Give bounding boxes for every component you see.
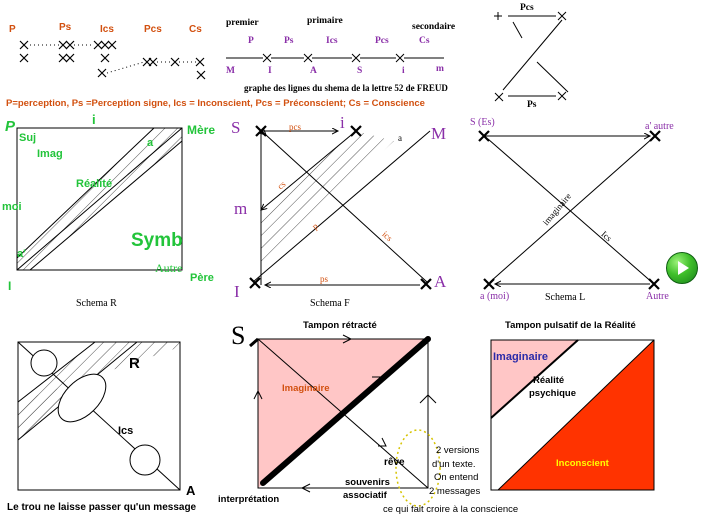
label-secondaire: secondaire (412, 22, 456, 32)
bottom-left-a: A (186, 483, 196, 498)
note-line-2: d'un texte. (432, 459, 476, 470)
schema-f-m: m (234, 199, 248, 218)
header-pcs: Pcs (144, 24, 162, 35)
play-button-icon[interactable] (666, 252, 698, 284)
note-line-1: 2 versions (436, 445, 480, 456)
graph-letter-ps: Ps (284, 36, 294, 46)
top-right-figure (494, 11, 569, 102)
tampon-retracte-imaginaire: Imaginaire (282, 383, 330, 394)
tampon-pulsatif-imaginaire: Imaginaire (493, 351, 549, 363)
schema-l-title: Schema L (545, 292, 586, 303)
schema-r-a-prime: a' (17, 248, 26, 260)
label-primaire: primaire (307, 16, 343, 26)
schema-f-i: i (340, 113, 345, 132)
label-ps: Ps (527, 100, 537, 110)
schema-r-suj: Suj (19, 132, 37, 144)
top-left-crosses (19, 40, 206, 80)
bottom-left-r: R (129, 355, 140, 372)
label-reve: rêve (384, 457, 405, 468)
freud-lines-graph (226, 53, 444, 63)
schema-r-p: P (5, 118, 16, 135)
barred-s: S (231, 321, 246, 350)
graph-letter-i-big: I (268, 66, 272, 76)
abbreviation-legend: P=perception, Ps =Perception signe, Ics … (6, 98, 425, 109)
schema-r-autre: Autre (155, 261, 183, 275)
schema-r-imag: Imag (37, 148, 63, 160)
label-interpretation: interprétation (218, 494, 280, 505)
schema-r-moi: moi (2, 201, 22, 213)
schema-r-a: a (147, 137, 154, 149)
schema-l-s-es: S (Es) (470, 117, 495, 128)
schema-r-mere: Mère (187, 123, 216, 137)
schema-r-i: i (92, 112, 96, 127)
schema-l-a-moi: a (moi) (480, 291, 510, 302)
schema-r-title: Schema R (76, 298, 117, 309)
graph-letter-ics: Ics (326, 36, 338, 46)
bottom-left-ics: Ics (118, 425, 134, 437)
label-premier: premier (226, 18, 259, 28)
label-pcs: Pcs (520, 3, 534, 13)
graph-letter-pcs: Pcs (375, 36, 389, 46)
tampon-pulsatif-figure (490, 339, 655, 491)
header-ics: Ics (100, 24, 114, 35)
tampon-retracte-title: Tampon rétracté (303, 320, 377, 331)
graph-letter-p: P (248, 36, 254, 46)
header-cs: Cs (189, 24, 202, 35)
schema-f-a-big: A (434, 272, 447, 291)
realite-psychique-line-1: Réalité (533, 375, 565, 386)
freud-graph-caption: graphe des lignes du shema de la lettre … (244, 83, 448, 93)
schema-l-autre: Autre (646, 291, 669, 302)
header-ps: Ps (59, 22, 72, 33)
schema-f-s: S (231, 118, 241, 137)
schema-f-ps: ps (320, 274, 329, 284)
schema-r-bottom-i: I (8, 279, 12, 293)
realite-psychique-line-2: psychique (529, 388, 576, 399)
schema-r-figure (16, 127, 183, 271)
graph-letter-cs: Cs (419, 36, 430, 46)
schema-f-i-big: I (234, 282, 240, 301)
graph-letter-m-small: m (436, 64, 444, 74)
schema-f-m-big: M (431, 124, 447, 143)
graph-letter-i-small: i (402, 66, 405, 76)
schema-r-realite: Réalité (76, 178, 113, 190)
graph-letter-s-big: S (357, 66, 363, 76)
tampon-retracte-figure (249, 334, 441, 507)
note-bottom: ce qui fait croire à la conscience (383, 504, 519, 515)
note-line-4: 2 messages (429, 486, 481, 497)
schema-l-a-autre: a' autre (645, 121, 674, 132)
graph-letter-a-big: A (310, 66, 317, 76)
bottom-left-figure (17, 341, 181, 491)
schema-r-pere: Père (190, 272, 214, 284)
tampon-pulsatif-inconscient: Inconscient (556, 458, 609, 469)
tampon-pulsatif-title: Tampon pulsatif de la Réalité (505, 320, 636, 331)
schema-f-figure (249, 125, 432, 290)
schema-f-title: Schema F (310, 298, 350, 309)
schema-f-pcs: pcs (289, 122, 301, 132)
schema-f-a-small: a (398, 133, 402, 143)
bottom-left-caption: Le trou ne laisse passer qu'un message (7, 502, 197, 513)
schema-l-figure (478, 130, 661, 290)
label-souvenirs: souvenirs (345, 477, 390, 488)
note-line-3: On entend (434, 472, 479, 483)
schema-r-symb: Symb (131, 230, 183, 251)
header-p: P (9, 24, 16, 35)
graph-letter-m-big: M (226, 66, 235, 76)
label-associatif: associatif (343, 490, 387, 501)
